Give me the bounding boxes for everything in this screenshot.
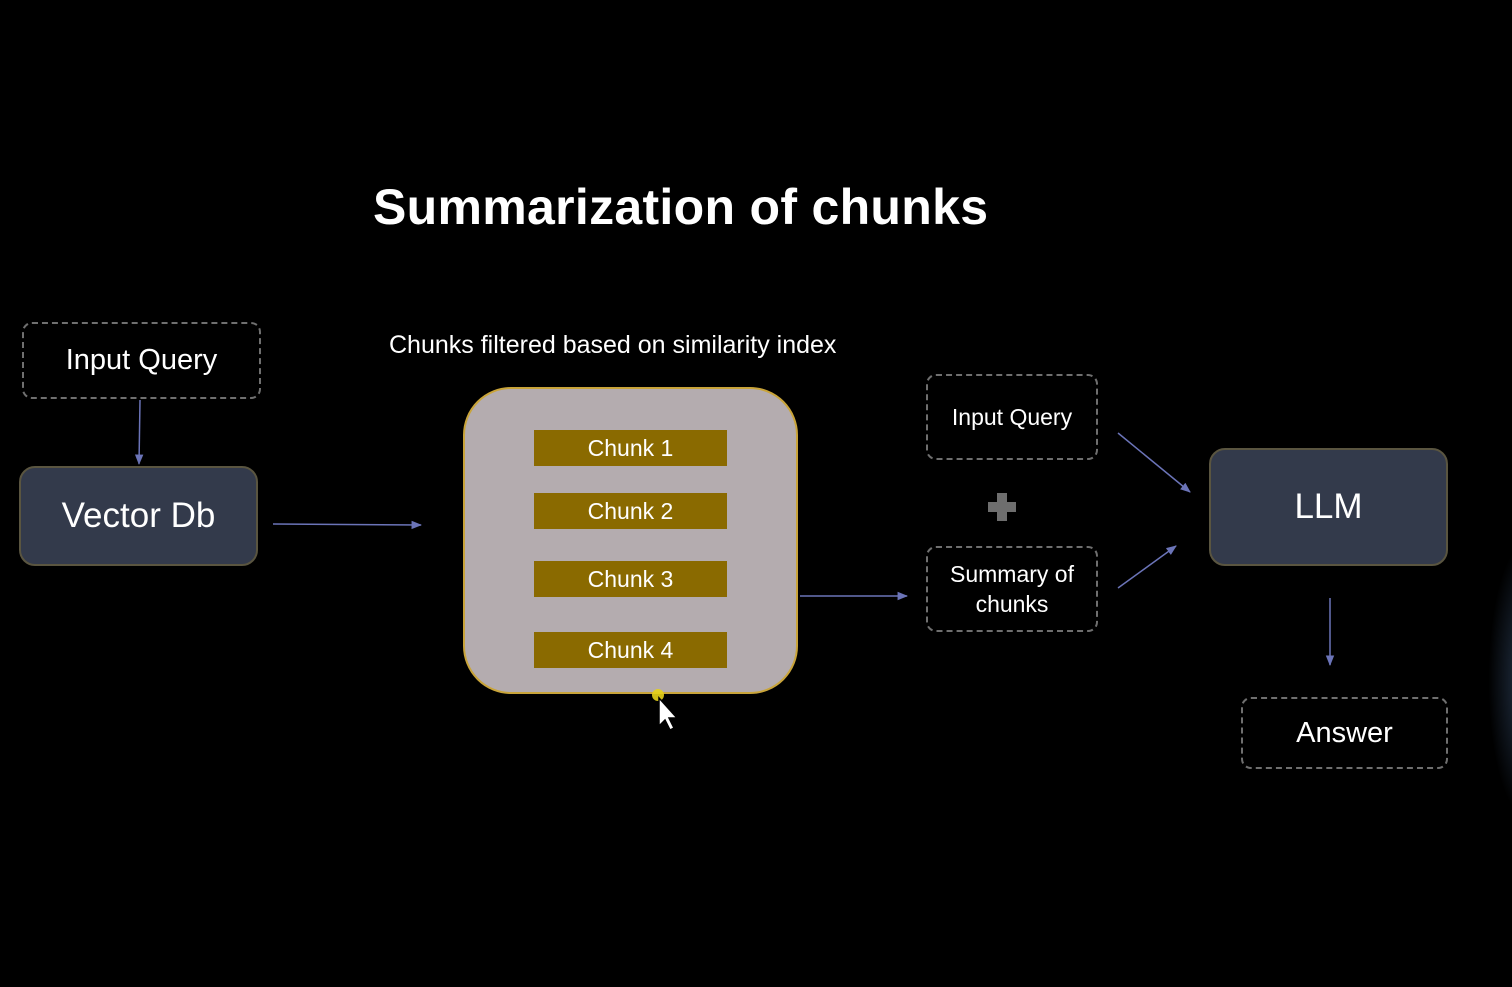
chunks-caption: Chunks filtered based on similarity inde… bbox=[389, 331, 837, 359]
input-query-node-right: Input Query bbox=[926, 374, 1098, 460]
summary-of-chunks-node: Summary of chunks bbox=[926, 546, 1098, 632]
answer-node: Answer bbox=[1241, 697, 1448, 769]
llm-node: LLM bbox=[1209, 448, 1448, 566]
mouse-cursor-icon bbox=[652, 689, 679, 732]
plus-icon bbox=[988, 493, 1016, 521]
arrow-summary-to-llm bbox=[1117, 545, 1177, 589]
vector-db-node: Vector Db bbox=[19, 466, 258, 566]
chunk-1: Chunk 1 bbox=[534, 430, 727, 466]
chunk-4: Chunk 4 bbox=[534, 632, 727, 668]
chunk-3-label: Chunk 3 bbox=[587, 565, 674, 592]
llm-label: LLM bbox=[1294, 487, 1363, 526]
chunk-4-label: Chunk 4 bbox=[587, 636, 674, 663]
slide-title: Summarization of chunks bbox=[373, 179, 989, 235]
chunk-1-label: Chunk 1 bbox=[587, 434, 674, 461]
input-query-node-left: Input Query bbox=[22, 322, 261, 399]
arrow-query-to-llm bbox=[1117, 432, 1191, 493]
chunk-3: Chunk 3 bbox=[534, 561, 727, 597]
arrow-vectordb-to-chunks bbox=[272, 520, 423, 530]
arrow-query-to-vectordb bbox=[134, 399, 144, 466]
input-query-right-label: Input Query bbox=[951, 403, 1073, 430]
summary-of-chunks-label: Summary of chunks bbox=[950, 561, 1074, 617]
edge-glow bbox=[1488, 540, 1512, 820]
chunk-2-label: Chunk 2 bbox=[587, 497, 674, 524]
answer-label: Answer bbox=[1296, 716, 1393, 749]
chunk-2: Chunk 2 bbox=[534, 493, 727, 529]
input-query-left-label: Input Query bbox=[65, 344, 218, 376]
vector-db-label: Vector Db bbox=[61, 496, 216, 535]
